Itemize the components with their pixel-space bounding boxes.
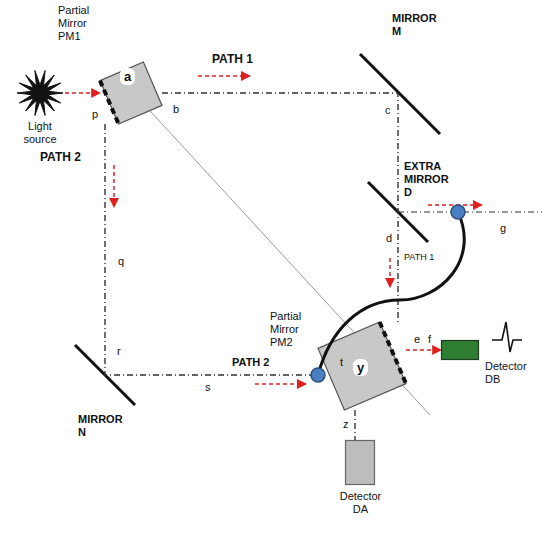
path-label: PATH 2	[232, 356, 270, 369]
beam-letter: c	[385, 104, 391, 117]
beam-letter: q	[118, 255, 124, 268]
detector-box-outline	[441, 340, 479, 360]
mirror-label: MIRROR N	[78, 413, 130, 439]
beam-line	[398, 211, 542, 212]
mirror-block	[318, 322, 406, 410]
beam-letter: s	[205, 381, 211, 394]
path-label: PATH 1	[212, 52, 253, 66]
detector-box: Detector DB	[441, 340, 479, 360]
path-label-wrap: PATH 1	[404, 252, 434, 263]
node-heading: Partial Mirror PM2	[270, 310, 316, 349]
beam-letter-wrap: z	[343, 418, 349, 431]
path-label-wrap: PATH 1	[212, 52, 253, 66]
beam-letter: e	[414, 333, 420, 346]
node-heading: Partial Mirror PM1	[58, 4, 104, 43]
beam-letter-wrap: b	[173, 103, 179, 116]
beam-letter: d	[386, 232, 392, 245]
light-source-outline	[15, 68, 65, 118]
signal-spike	[492, 322, 522, 352]
node-heading-wrap: Detector DA	[333, 490, 388, 516]
light-source: Light source	[15, 68, 65, 118]
beam-letter: r	[117, 345, 121, 358]
node-heading-wrap: Detector DB	[485, 360, 537, 386]
beam-letter: g	[500, 222, 506, 235]
beam-letter-wrap: s	[205, 381, 211, 394]
detector-box-outline	[345, 440, 375, 485]
light-beam	[406, 349, 441, 350]
starburst-core	[33, 86, 47, 100]
direction-arrow	[198, 75, 250, 77]
beam-letter-wrap: t	[340, 356, 343, 369]
node-heading-wrap: Partial Mirror PM2	[270, 310, 316, 349]
beam-letter-wrap: r	[117, 345, 121, 358]
light-beam	[65, 92, 100, 93]
path-label: PATH 1	[404, 252, 434, 263]
half-silvered-face	[100, 81, 119, 124]
mirror-label-wrap: EXTRA MIRROR D	[404, 160, 452, 199]
beam-letter: b	[173, 103, 179, 116]
mirror-block	[100, 62, 162, 124]
detector-body	[442, 341, 479, 360]
mirror-m	[360, 54, 440, 134]
node-heading-wrap: Light source	[15, 120, 65, 146]
beam-path	[354, 410, 355, 440]
direction-arrow	[113, 165, 115, 207]
node-letter-wrap: a	[120, 67, 135, 85]
beam-letter: f	[428, 333, 431, 346]
beam-letter: t	[340, 356, 343, 369]
mirror-label: EXTRA MIRROR D	[404, 160, 452, 199]
detector-box: Detector DA	[345, 440, 375, 485]
node-heading: Detector DA	[333, 490, 388, 516]
detector-body	[346, 441, 375, 485]
node-letter: a	[120, 68, 135, 85]
mirror-label-wrap: MIRROR N	[78, 413, 130, 439]
node-heading: Detector DB	[485, 360, 537, 386]
path-label-wrap: PATH 2	[232, 356, 270, 369]
beam-path	[162, 93, 398, 322]
beam-letter-wrap: c	[385, 104, 391, 117]
mirror-label-wrap: MIRROR M	[392, 12, 440, 38]
beam-letter-wrap: d	[386, 232, 392, 245]
beam-letter-wrap: q	[118, 255, 124, 268]
beam-letter: z	[343, 418, 349, 431]
node-letter-wrap: y	[353, 358, 368, 376]
beam-letter: p	[92, 108, 98, 121]
node-heading-wrap: Partial Mirror PM1	[58, 4, 104, 43]
beam-letter-wrap: g	[500, 222, 506, 235]
diagonal-guide	[140, 100, 430, 415]
partial-mirror: Partial Mirror PM2y	[318, 322, 406, 410]
node-letter: y	[353, 359, 368, 376]
path-label-wrap: PATH 2	[40, 150, 81, 164]
beam-letter-wrap: p	[92, 108, 98, 121]
direction-arrow	[255, 383, 306, 385]
node-heading: Light source	[15, 120, 65, 146]
partial-mirror: Partial Mirror PM1a	[100, 62, 162, 124]
path-label: PATH 2	[40, 150, 81, 164]
wavy-link	[318, 212, 464, 375]
beam-letter-wrap: f	[428, 333, 431, 346]
half-silvered-face	[380, 322, 406, 384]
blue-dot	[451, 205, 465, 219]
beam-path	[105, 124, 318, 375]
mirror-label: MIRROR M	[392, 12, 440, 38]
beam-letter-wrap: e	[414, 333, 420, 346]
direction-arrow	[389, 258, 391, 287]
blue-dot	[311, 368, 325, 382]
starburst	[17, 71, 63, 116]
